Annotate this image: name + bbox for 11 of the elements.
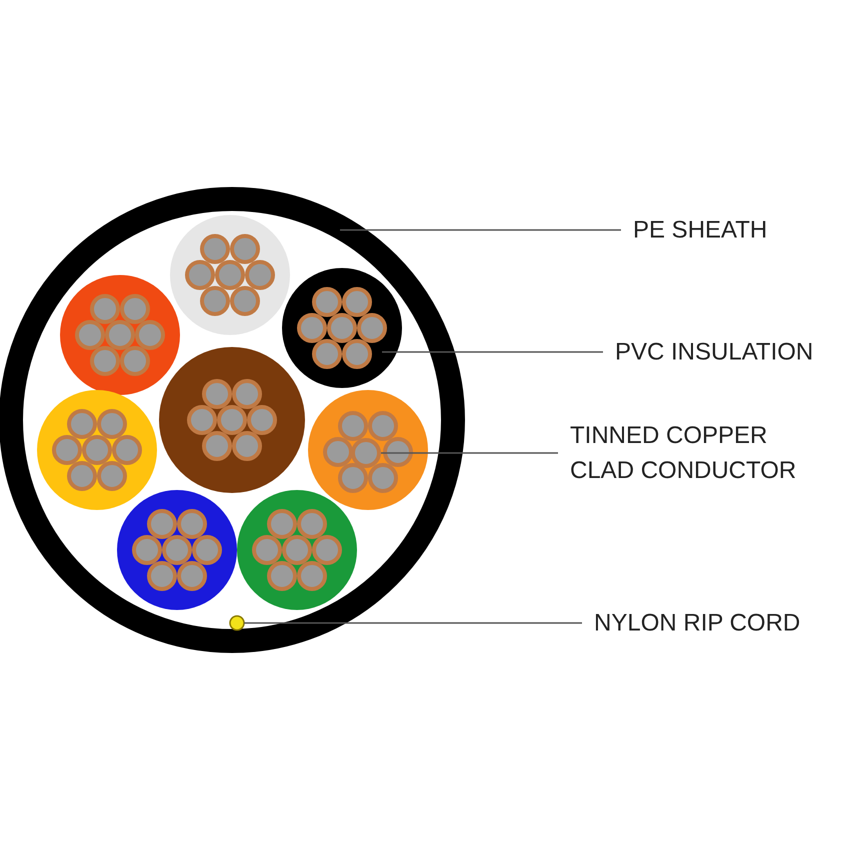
leader-line xyxy=(381,452,558,454)
leader-line xyxy=(382,351,603,353)
callout-label: PVC INSULATION xyxy=(615,334,845,370)
callout-label: NYLON RIP CORD xyxy=(594,606,834,640)
rip-cord xyxy=(229,615,245,631)
leader-line xyxy=(244,622,582,624)
callout-label: TINNED COPPER CLAD CONDUCTOR xyxy=(570,418,805,488)
leader-line xyxy=(340,229,621,231)
callout-label: PE SHEATH xyxy=(633,212,833,248)
conductor-strand xyxy=(351,438,381,468)
pe-sheath-ring xyxy=(0,187,465,653)
